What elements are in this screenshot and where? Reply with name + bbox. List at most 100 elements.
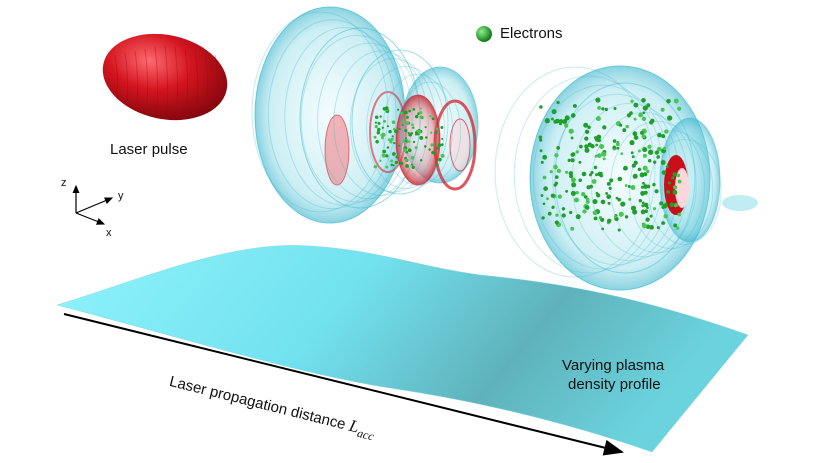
electron-particle xyxy=(414,133,418,136)
electron-particle xyxy=(543,186,548,191)
electron-particle xyxy=(394,166,397,169)
electron-particle xyxy=(643,190,648,195)
bubble-ring xyxy=(648,139,722,245)
electron-particle xyxy=(607,201,611,205)
electron-particle xyxy=(622,128,627,133)
electron-particle xyxy=(440,143,444,146)
electron-particle xyxy=(423,145,427,148)
electron-particle xyxy=(643,172,648,177)
electron-particle xyxy=(628,197,632,201)
electron-particle xyxy=(630,185,636,190)
electron-legend-marker xyxy=(476,26,492,42)
electron-particle xyxy=(391,120,396,124)
electron-particle xyxy=(673,98,679,104)
electron-particle xyxy=(617,176,623,182)
electron-particle xyxy=(676,226,680,230)
electron-particle xyxy=(578,160,582,164)
electron-particle xyxy=(435,127,439,130)
electron-particle xyxy=(403,148,407,152)
electron-particle xyxy=(392,164,395,167)
electron-particle xyxy=(410,155,415,160)
electron-particle xyxy=(438,157,442,162)
electron-particle xyxy=(430,143,434,147)
electron-particle xyxy=(571,182,577,188)
electron-particle xyxy=(575,214,581,220)
electron-particle xyxy=(673,203,678,208)
electron-particle xyxy=(642,111,646,115)
electron-particle xyxy=(615,142,620,147)
electron-particle xyxy=(604,107,608,112)
electron-particle xyxy=(625,124,629,129)
plasma-bubble-early xyxy=(251,6,479,224)
electron-particle xyxy=(385,154,389,158)
electron-particle xyxy=(435,146,439,150)
electron-particle xyxy=(375,140,379,144)
electron-particle xyxy=(642,165,648,171)
electron-particle xyxy=(633,102,639,108)
electron-particle xyxy=(429,115,432,118)
electron-particle xyxy=(608,186,612,190)
electron-particle xyxy=(590,171,594,175)
electron-particle xyxy=(649,120,654,125)
laser-pulse xyxy=(102,33,228,121)
pulse-stripe xyxy=(174,46,179,109)
electron-particle xyxy=(631,163,636,168)
electron-particle xyxy=(403,110,408,115)
electron-particle xyxy=(387,138,391,142)
electron-particle xyxy=(414,146,418,150)
electron-particle xyxy=(386,146,390,149)
electron-particle xyxy=(612,145,616,149)
electron-particle xyxy=(609,178,614,183)
electron-particle xyxy=(411,123,414,127)
electron-particle xyxy=(551,206,555,209)
electron-particle xyxy=(390,163,394,167)
bubble-ring xyxy=(398,81,462,183)
electron-particle xyxy=(381,126,385,129)
electron-particle xyxy=(565,170,569,174)
electron-particle xyxy=(638,149,641,153)
electron-particle xyxy=(643,184,649,190)
electron-particle xyxy=(602,157,606,161)
electron-particle xyxy=(664,129,669,134)
electron-particle xyxy=(618,211,624,217)
electron-particle xyxy=(570,113,576,118)
electron-particle xyxy=(379,115,382,118)
pulse-stripe xyxy=(124,52,129,103)
electron-particle xyxy=(627,185,631,188)
electron-particle xyxy=(419,115,423,119)
electron-particle xyxy=(412,126,415,129)
electron-particle xyxy=(424,126,427,129)
electron-particle xyxy=(671,176,675,180)
electron-particle xyxy=(666,190,670,194)
bubble-ring xyxy=(629,129,714,250)
electron-particle xyxy=(613,106,617,111)
electron-particle xyxy=(555,213,559,217)
electron-particle xyxy=(600,199,606,205)
electron-particle xyxy=(404,129,408,133)
electron-particle xyxy=(440,153,445,158)
electron-particle xyxy=(632,131,638,137)
electron-particle xyxy=(568,128,574,134)
electron-particle xyxy=(579,144,583,149)
electron-particle xyxy=(401,123,404,127)
electron-particle xyxy=(624,184,628,187)
electron-particle xyxy=(652,182,656,187)
electron-particle xyxy=(431,117,435,121)
electron-particle xyxy=(637,167,642,172)
propagation-arrow xyxy=(63,313,624,456)
pulse-stripe xyxy=(194,50,199,105)
electron-particle xyxy=(394,129,399,134)
electron-particle xyxy=(565,189,569,193)
pulse-stripe xyxy=(204,52,209,103)
electron-particle xyxy=(649,214,653,218)
electron-particle xyxy=(583,195,588,199)
electron-particle xyxy=(591,179,597,184)
plasma-bubble-late xyxy=(494,65,758,291)
electron-particle xyxy=(554,220,559,225)
electron-particle xyxy=(582,209,587,214)
electron-particle xyxy=(597,105,602,110)
electron-particle xyxy=(556,168,562,174)
electron-particle xyxy=(394,160,399,165)
electron-particle xyxy=(596,153,602,158)
electron-particle xyxy=(661,134,666,139)
